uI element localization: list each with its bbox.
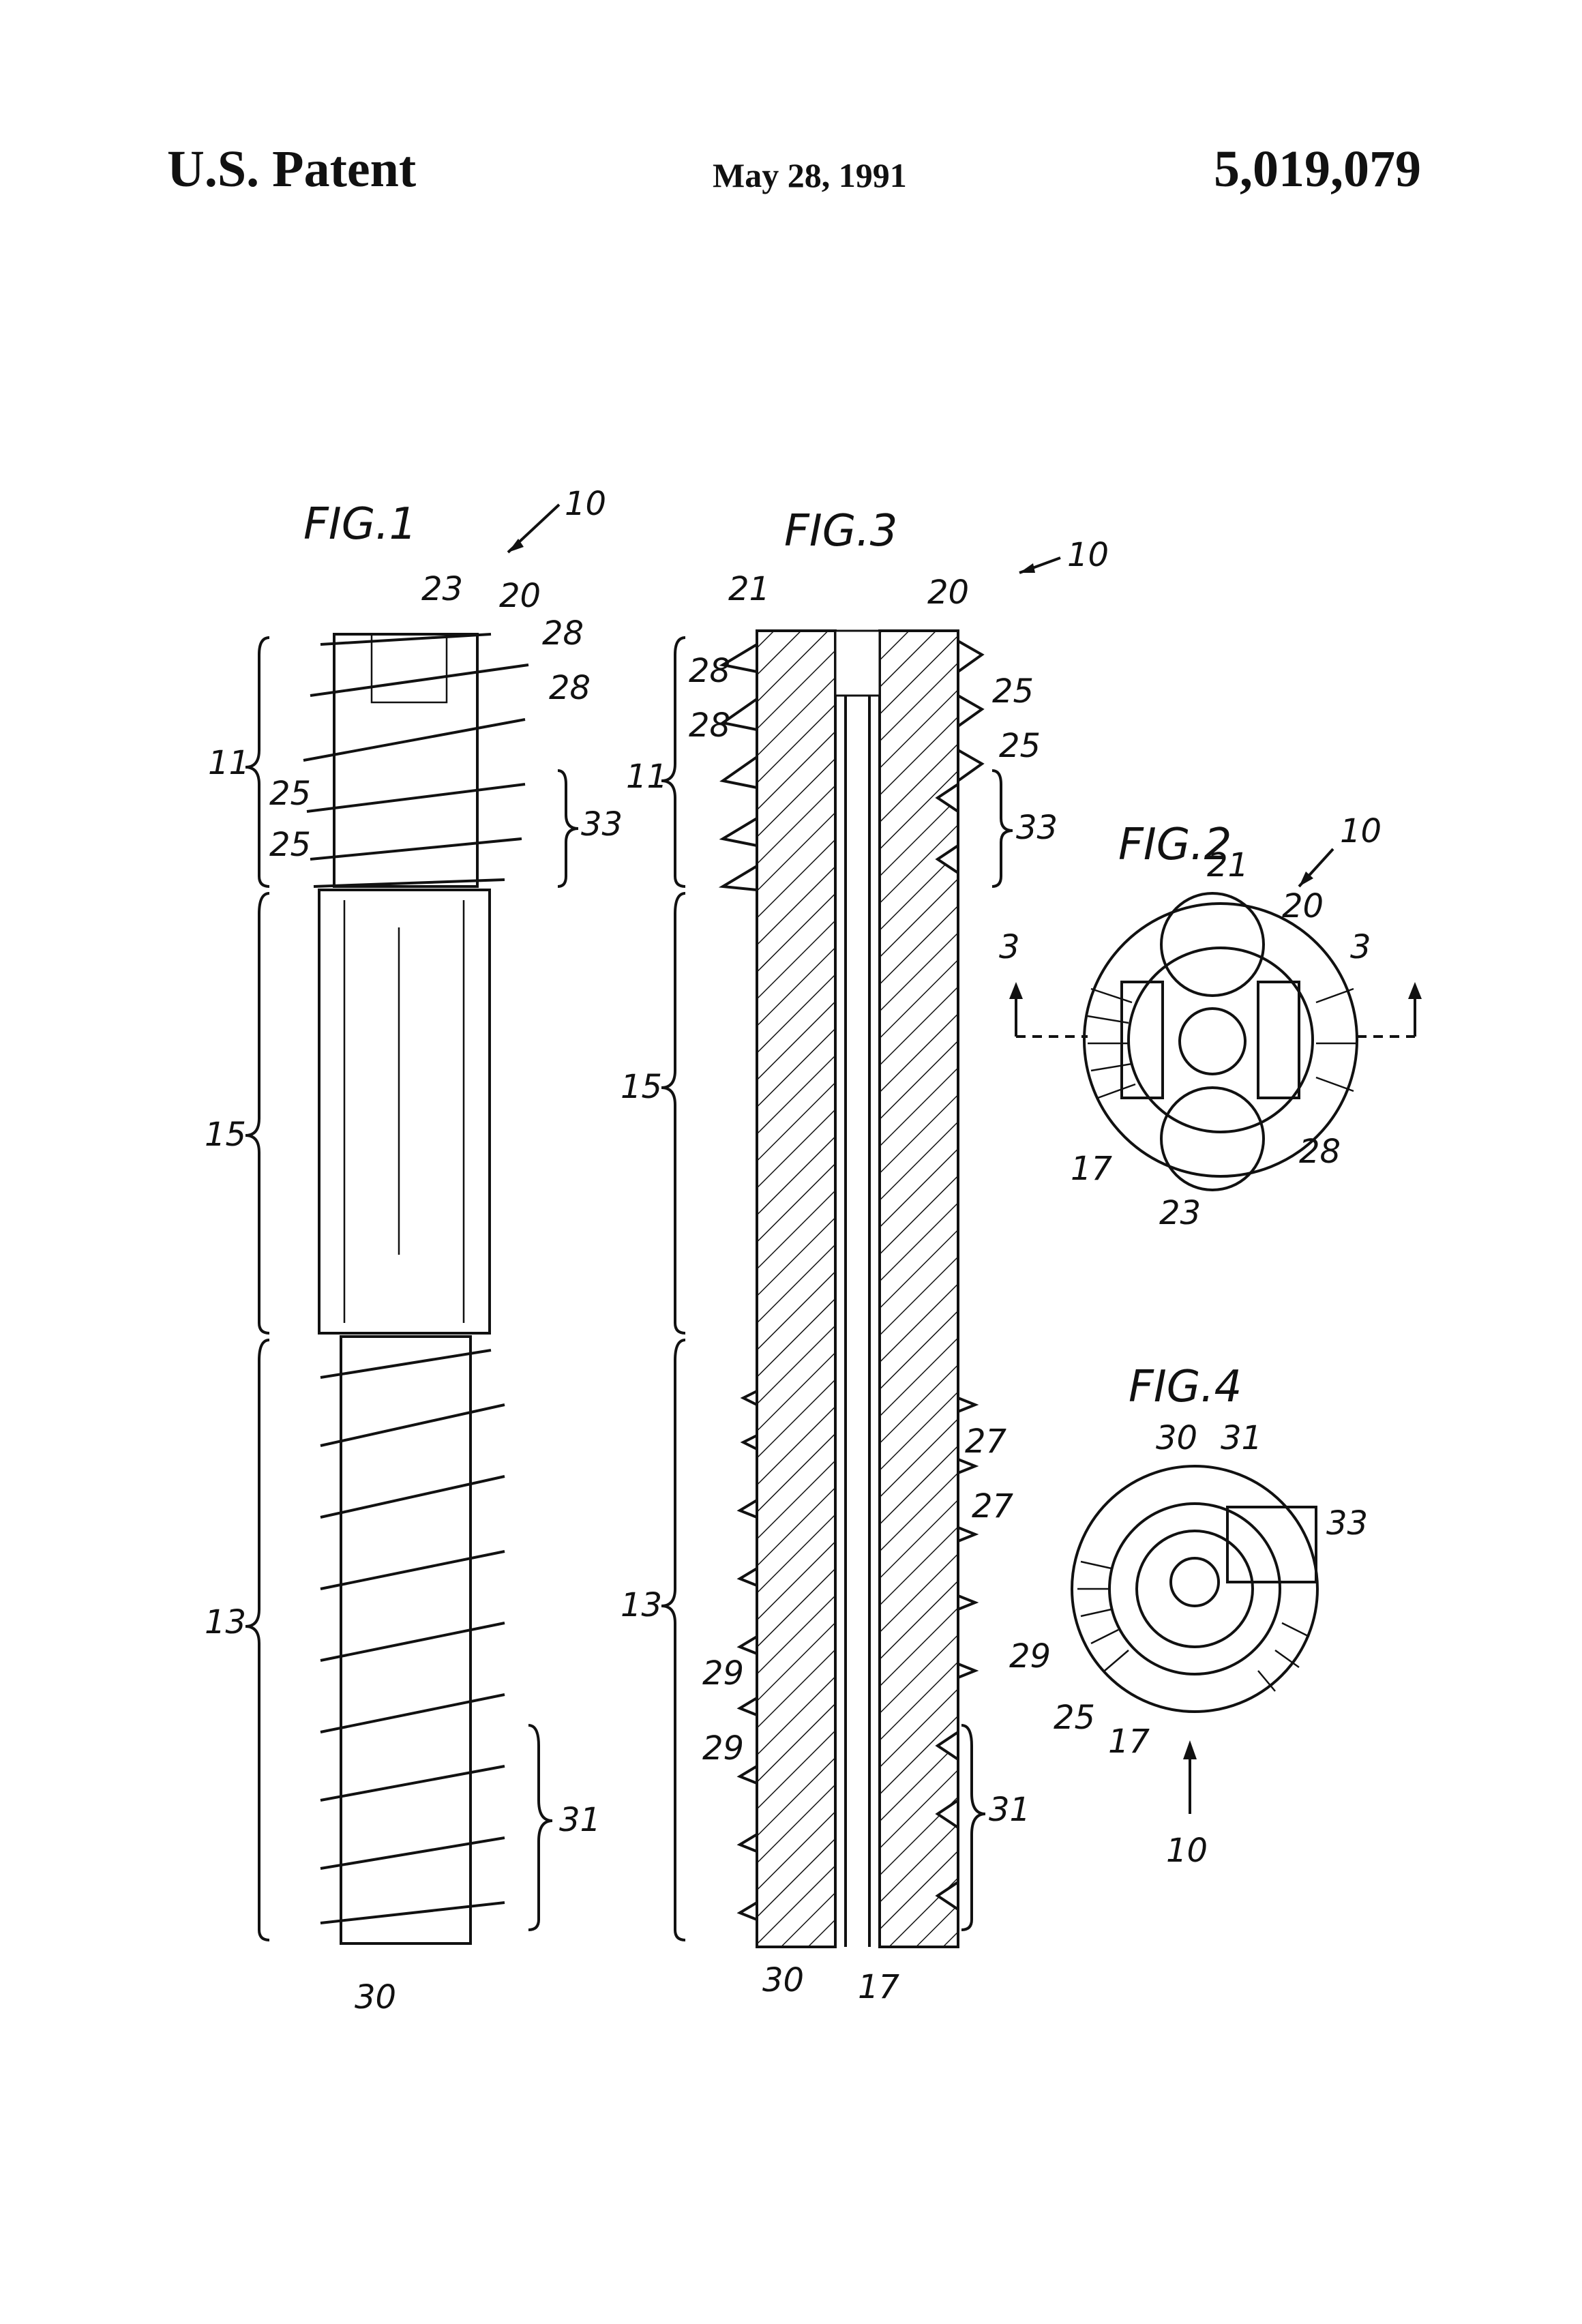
fig4-title: FIG.4	[1129, 1362, 1242, 1412]
fig1-label-28b: 28	[549, 669, 591, 707]
fig3-label-17: 17	[858, 1968, 900, 2006]
fig3-label-13: 13	[621, 1586, 662, 1624]
fig1-ref-label: 10	[565, 485, 606, 523]
fig1-label-20: 20	[499, 577, 541, 615]
fig2-end-view: FIG.2 10 21 20 3 3 17 28 23	[999, 812, 1422, 1232]
fig3-label-25a: 25	[992, 672, 1034, 711]
fig2-label-28: 28	[1299, 1133, 1341, 1171]
fig1-label-30: 30	[355, 1978, 396, 2016]
fig1-label-25b: 25	[269, 826, 311, 864]
fig4-ref-label: 10	[1166, 1832, 1208, 1870]
fig4-label-31: 31	[1221, 1419, 1262, 1457]
fig3-label-21: 21	[728, 570, 770, 608]
fig2-label-17: 17	[1071, 1150, 1113, 1188]
fig1-title: FIG.1	[303, 499, 417, 550]
fig3-label-27b: 27	[972, 1487, 1014, 1525]
fig2-section-3-right: 3	[1350, 928, 1371, 966]
fig1-label-25a: 25	[269, 775, 311, 813]
fig4-label-30: 30	[1156, 1419, 1197, 1457]
fig3-title: FIG.3	[784, 506, 897, 556]
fig1-screw: FIG.1 10 23 20	[205, 485, 623, 2016]
fig3-section: FIG.3 10	[621, 506, 1109, 2006]
fig1-label-28a: 28	[542, 614, 584, 653]
fig1-label-13: 13	[205, 1603, 246, 1641]
fig1-label-31: 31	[559, 1801, 601, 1839]
fig3-label-28b: 28	[689, 706, 730, 745]
fig4-label-29: 29	[1009, 1637, 1051, 1675]
fig3-label-33: 33	[1016, 809, 1058, 847]
fig3-label-15: 15	[621, 1068, 662, 1106]
fig3-label-28a: 28	[689, 652, 730, 690]
fig4-label-33: 33	[1326, 1504, 1368, 1543]
fig2-label-21: 21	[1207, 846, 1249, 884]
fig3-label-31: 31	[989, 1791, 1030, 1829]
fig3-ref-label: 10	[1067, 536, 1109, 574]
fig3-label-27a: 27	[965, 1422, 1007, 1461]
fig1-label-11: 11	[208, 744, 250, 782]
fig1-label-33: 33	[581, 805, 623, 844]
fig2-section-3-left: 3	[999, 928, 1020, 966]
fig3-label-29b: 29	[702, 1729, 744, 1768]
fig1-label-15: 15	[205, 1116, 246, 1154]
fig2-label-23: 23	[1159, 1194, 1201, 1232]
fig4-label-17: 17	[1108, 1723, 1150, 1761]
fig3-label-20: 20	[927, 573, 969, 612]
fig4-label-25: 25	[1054, 1699, 1095, 1737]
fig4-end-view: FIG.4 30 31 33 29 25 17 10	[1009, 1362, 1368, 1870]
fig3-label-30: 30	[762, 1961, 804, 1999]
fig1-label-23: 23	[421, 570, 463, 608]
fig3-label-25b: 25	[999, 727, 1041, 765]
fig2-ref-label: 10	[1340, 812, 1382, 850]
fig2-label-20: 20	[1282, 887, 1324, 925]
fig3-label-11: 11	[626, 758, 668, 796]
fig3-label-29a: 29	[702, 1654, 744, 1693]
